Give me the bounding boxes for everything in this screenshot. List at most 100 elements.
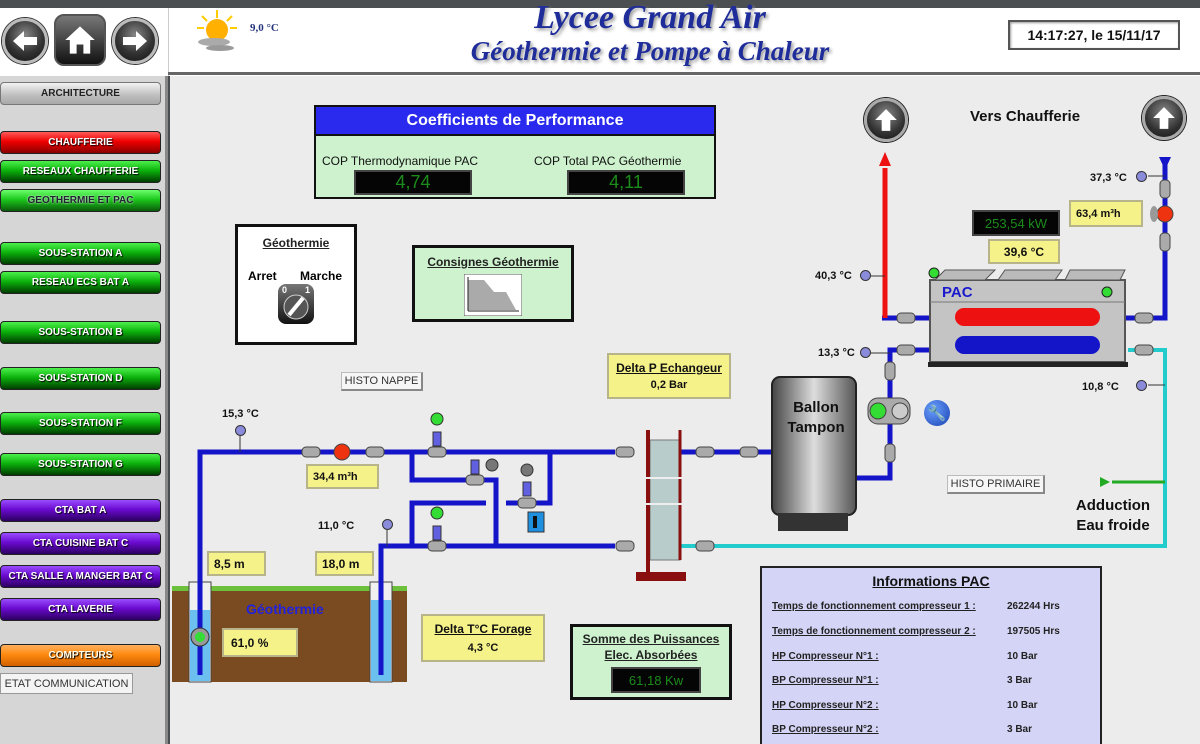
title-header: [168, 8, 1200, 76]
sidebar-item-cta-bat-a[interactable]: CTA BAT A: [0, 499, 161, 522]
flow-meter-geo: [333, 443, 351, 461]
sidebar-item-sous-station-a[interactable]: SOUS-STATION A: [0, 242, 161, 265]
somme-puissances-panel: Somme des Puissances Elec. Absorbées 61,…: [570, 624, 732, 700]
sidebar-item-sous-station-d[interactable]: SOUS-STATION D: [0, 367, 161, 390]
info-row-value: 262244 Hrs: [1007, 601, 1060, 612]
hot-flow-arrow-icon: [879, 152, 891, 166]
arrow-left-icon: [13, 31, 37, 51]
histo-primaire-button[interactable]: HISTO PRIMAIRE: [947, 475, 1045, 494]
somme-title-line1: Somme des Puissances: [582, 632, 720, 646]
well-pump-speed-display: 61,0 %: [222, 628, 298, 657]
info-row: BP Compresseur N°1 : 3 Bar: [772, 675, 1032, 686]
maintenance-wrench-icon[interactable]: 🔧: [924, 400, 950, 426]
pac-flow-display: 63,4 m³h: [1069, 200, 1143, 227]
pac-status-led: [928, 267, 940, 279]
histo-nappe-button[interactable]: HISTO NAPPE: [341, 372, 423, 391]
cop-panel-title: Coefficients de Performance: [316, 107, 714, 136]
home-icon: [65, 26, 95, 54]
vers-chaufferie-up-button-left[interactable]: [864, 98, 908, 142]
somme-value-display: 61,18 Kw: [611, 667, 701, 693]
well2-depth-display: 18,0 m: [315, 551, 374, 576]
consignes-geothermie-button[interactable]: Consignes Géothermie: [412, 245, 574, 322]
info-row: Temps de fonctionnement compresseur 1 :2…: [772, 601, 1060, 612]
sidebar-item-sous-station-f[interactable]: SOUS-STATION F: [0, 412, 161, 435]
dial-label-on: 1: [304, 285, 310, 295]
info-row-label: BP Compresseur N°2 :: [772, 724, 879, 735]
ballon-tampon-tank: [771, 376, 857, 531]
page-subtitle: Géothermie et Pompe à Chaleur: [470, 36, 830, 66]
switch-on-label: Marche: [300, 269, 343, 283]
info-row-label: HP Compresseur N°2 :: [772, 700, 879, 711]
arrow-up-icon: [875, 109, 897, 131]
ballon-label-line1: Ballon: [793, 399, 839, 416]
geothermie-switch-title: Géothermie: [262, 236, 330, 250]
datetime-display: 14:17:27, le 15/11/17: [1008, 20, 1180, 50]
delta-p-title: Delta P Echangeur: [616, 361, 722, 375]
info-row: BP Compresseur N°2 : 3 Bar: [772, 724, 1032, 735]
sidebar-item-cta-cuisine-bat-c[interactable]: CTA CUISINE BAT C: [0, 532, 161, 555]
delta-p-value: 0,2 Bar: [650, 379, 688, 391]
cop-thermo-label: COP Thermodynamique PAC: [322, 154, 479, 168]
sidebar-item-architecture[interactable]: ARCHITECTURE: [0, 82, 161, 105]
forward-button[interactable]: [112, 18, 158, 64]
valve-actuators: [430, 412, 545, 541]
temperature-sensor-icon: [860, 347, 871, 358]
info-row-label: BP Compresseur N°1 :: [772, 675, 879, 686]
temp-cold-water: 10,8 °C: [1082, 381, 1119, 393]
sidebar-item-cta-laverie[interactable]: CTA LAVERIE: [0, 598, 161, 621]
pac-unit: [928, 269, 1128, 367]
adduction-label: Adduction Eau froide: [1065, 496, 1161, 536]
informations-pac-panel: Informations PAC Temps de fonctionnement…: [760, 566, 1102, 744]
valves: [301, 179, 1171, 552]
info-row: HP Compresseur N°2 :10 Bar: [772, 700, 1038, 711]
info-row-value: 3 Bar: [1007, 724, 1033, 735]
ballon-label-line2: Tampon: [787, 419, 845, 436]
page-title: Lycee Grand Air: [534, 0, 766, 36]
geothermie-switch-panel: Géothermie Arret Marche 0 1: [235, 224, 357, 345]
sidebar-item-reseau-ecs-bat-a[interactable]: RESEAU ECS BAT A: [0, 271, 161, 294]
grass-strip: [172, 586, 407, 591]
sidebar-item-cta-salle-a-manger-bat-c[interactable]: CTA SALLE A MANGER BAT C: [0, 565, 161, 588]
delta-t-forage-panel: Delta T°C Forage 4,3 °C: [421, 614, 545, 662]
vers-chaufferie-label: Vers Chaufferie: [970, 108, 1081, 125]
vers-chaufferie-up-button-right[interactable]: [1142, 96, 1186, 140]
temp-forage-out: 15,3 °C: [222, 408, 259, 420]
info-row-label: HP Compresseur N°1 :: [772, 651, 879, 662]
flow-meter-pac-body: [1150, 206, 1158, 222]
temperature-sensor-icon: [1136, 171, 1147, 182]
temperature-sensor-icon: [382, 519, 393, 530]
temp-pac-hot-out: 40,3 °C: [815, 270, 852, 282]
well1-depth-display: 8,5 m: [207, 551, 266, 576]
somme-title-line2: Elec. Absorbées: [604, 648, 698, 662]
switch-off-label: Arret: [248, 269, 277, 283]
dial-knob-icon: [283, 294, 309, 320]
curve-chart-icon: [464, 274, 522, 316]
home-button[interactable]: [54, 14, 106, 66]
temperature-sensor-icon: [1136, 380, 1147, 391]
sidebar-item-chaufferie[interactable]: CHAUFFERIE: [0, 131, 161, 154]
arrow-up-icon: [1153, 107, 1175, 129]
back-button[interactable]: [2, 18, 48, 64]
info-pac-title: Informations PAC: [872, 573, 990, 589]
temperature-sensor-icon: [860, 270, 871, 281]
pac-label: PAC: [942, 284, 973, 301]
on-off-selector-switch[interactable]: 0 1: [278, 284, 314, 324]
return-flow-arrow-icon: [1159, 157, 1171, 170]
geothermie-field-label: Géothermie: [246, 601, 324, 617]
delta-p-echangeur-panel: Delta P Echangeur 0,2 Bar: [607, 353, 731, 399]
info-row-value: 10 Bar: [1007, 651, 1038, 662]
sidebar-item-geothermie-et-pac[interactable]: GEOTHERMIE ET PAC: [0, 189, 161, 212]
info-row: Temps de fonctionnement compresseur 2 :1…: [772, 626, 1060, 637]
sidebar-item-compteurs[interactable]: COMPTEURS: [0, 644, 161, 667]
cop-panel: Coefficients de Performance COP Thermody…: [314, 105, 716, 199]
pac-power-display: 253,54 kW: [972, 210, 1060, 236]
etat-communication-button[interactable]: ETAT COMMUNICATION: [0, 673, 133, 694]
info-row-value: 3 Bar: [1007, 675, 1033, 686]
sidebar-item-sous-station-b[interactable]: SOUS-STATION B: [0, 321, 161, 344]
temp-forage-in: 11,0 °C: [318, 520, 355, 532]
sidebar-item-sous-station-g[interactable]: SOUS-STATION G: [0, 453, 161, 476]
adduction-line1: Adduction: [1075, 497, 1151, 514]
info-row-label: Temps de fonctionnement compresseur 2 :: [772, 626, 976, 637]
sidebar-item-reseaux-chaufferie[interactable]: RESEAUX CHAUFFERIE: [0, 160, 161, 183]
